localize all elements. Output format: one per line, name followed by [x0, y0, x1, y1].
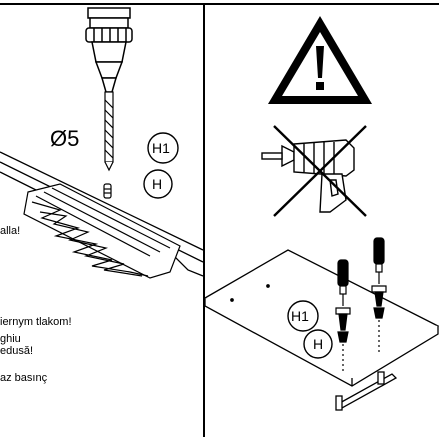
badge-circles-left: [143, 132, 179, 199]
top-border: [0, 3, 439, 5]
dowel-peg: [103, 183, 112, 199]
warning-text-line-2: iernym tlakom!: [0, 316, 72, 328]
bottom-rail: [335, 371, 398, 411]
warning-text-line-3: ghiu: [0, 333, 21, 345]
drilling-illustration: [0, 7, 204, 279]
screwdriver-right: [371, 237, 387, 352]
screwdriver-left: [335, 259, 351, 372]
board-perspective: [203, 249, 439, 387]
drill-chuck: [85, 7, 133, 93]
badge-h1-label-right: H1: [291, 308, 309, 324]
badge-h-label: H: [152, 176, 163, 192]
panel-divider: [203, 3, 205, 437]
badge-circles-right: [287, 300, 333, 359]
drill-size-label: Ø5: [50, 126, 80, 151]
warning-text-line-5: az basınç: [0, 372, 48, 384]
drill-bit: [104, 91, 114, 172]
warning-triangle-icon: [268, 16, 372, 104]
warning-text-line-1: alla!: [0, 225, 21, 237]
warning-text-line-4: edusă!: [0, 345, 34, 357]
no-hammer-drill-icon: [261, 125, 367, 217]
badge-h-label-right: H: [313, 336, 324, 352]
badge-h1-label: H1: [152, 140, 170, 156]
wood-block: [23, 183, 181, 279]
